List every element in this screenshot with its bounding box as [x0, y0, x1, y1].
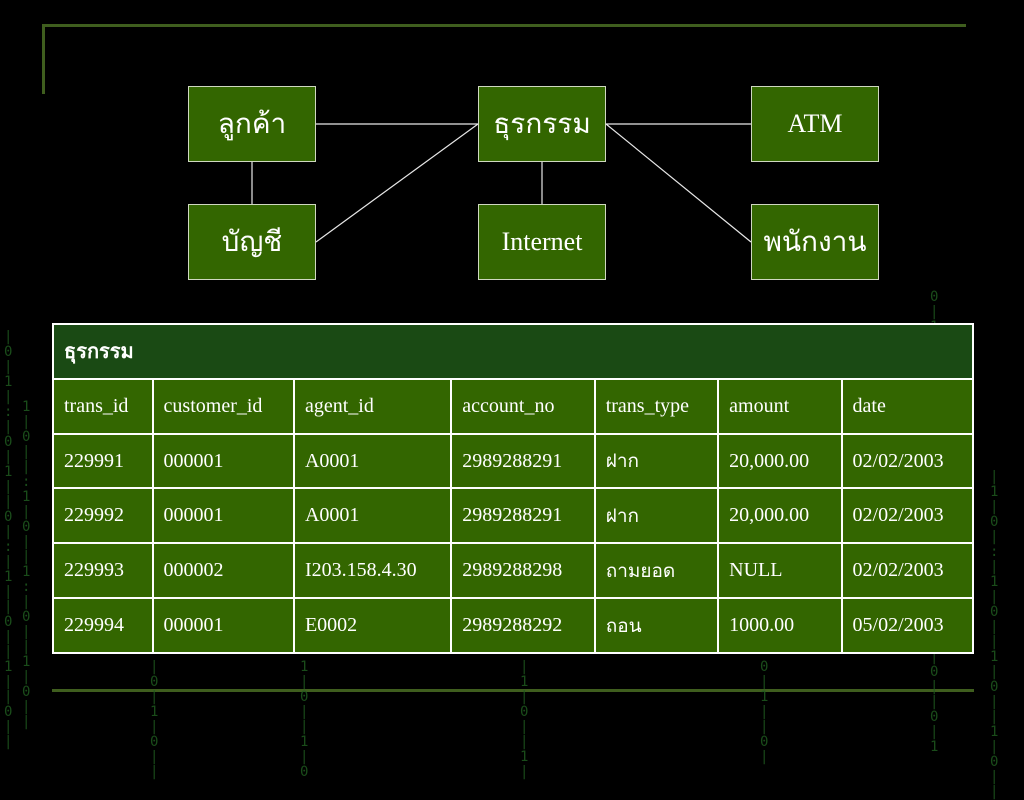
diagram-connectors [251, 123, 752, 243]
column-header: trans_id [54, 379, 152, 433]
table-cell: 02/02/2003 [842, 489, 972, 543]
transaction-table: ธุรกรรม trans_id customer_id agent_id ac… [52, 323, 974, 654]
node-customer: ลูกค้า [188, 86, 316, 162]
table-cell: A0001 [294, 489, 451, 543]
table-row: 229994 000001 E0002 2989288292 ถอน 1000.… [54, 599, 972, 652]
table-row: 229992 000001 A0001 2989288291 ฝาก 20,00… [54, 489, 972, 543]
column-header: trans_type [595, 379, 718, 433]
matrix-rain-decoration: 0 | 1 | | 0 | [760, 659, 769, 765]
table-title: ธุรกรรม [54, 325, 972, 378]
node-internet: Internet [478, 204, 606, 280]
table-row: 229993 000002 I203.158.4.30 2989288298 ถ… [54, 544, 972, 598]
matrix-rain-decoration: 1 | 0 | | : 1 | 0 | | 1 : | 0 | | 1 | 0 … [22, 399, 31, 730]
table-cell: ถอน [595, 599, 718, 652]
bottom-rule [52, 689, 974, 692]
table-cell: 229993 [54, 544, 152, 598]
column-header: agent_id [294, 379, 451, 433]
table-cell: 000001 [153, 434, 293, 488]
table-cell: NULL [719, 544, 841, 598]
matrix-rain-decoration: | 0 | 1 | : | 0 | 1 | | 0 | : | 1 | | 0 … [4, 329, 13, 750]
node-atm-label: ATM [787, 109, 843, 138]
table-cell: I203.158.4.30 [294, 544, 451, 598]
left-rule [42, 24, 45, 94]
column-header: customer_id [153, 379, 293, 433]
table-cell: 2989288291 [452, 434, 594, 488]
matrix-rain-decoration: 1 | 0 | | 1 | 0 [300, 659, 309, 780]
table-cell: ฝาก [595, 489, 718, 543]
table-cell: 02/02/2003 [842, 544, 972, 598]
column-header: date [842, 379, 972, 433]
table-cell: ถามยอด [595, 544, 718, 598]
table-cell: 000001 [153, 489, 293, 543]
table-cell: 2989288292 [452, 599, 594, 652]
table-header-row: trans_id customer_id agent_id account_no… [54, 379, 972, 433]
table-cell: A0001 [294, 434, 451, 488]
top-rule [42, 24, 966, 27]
column-header: amount [719, 379, 841, 433]
table-cell: 229991 [54, 434, 152, 488]
node-account-label: บัญชี [221, 225, 283, 258]
transaction-table-container: ธุรกรรม trans_id customer_id agent_id ac… [52, 323, 974, 654]
table-cell: 20,000.00 [719, 434, 841, 488]
table-cell: 000001 [153, 599, 293, 652]
table-title-row: ธุรกรรม [54, 325, 972, 378]
table-cell: 05/02/2003 [842, 599, 972, 652]
connector-transaction-employee [605, 123, 752, 243]
table-cell: 02/02/2003 [842, 434, 972, 488]
node-employee: พนักงาน [751, 204, 879, 280]
table-row: 229991 000001 A0001 2989288291 ฝาก 20,00… [54, 434, 972, 488]
connector-account-transaction [315, 123, 479, 243]
node-atm: ATM [751, 86, 879, 162]
table-cell: 229994 [54, 599, 152, 652]
matrix-rain-decoration: | 1 | 0 | : | 1 | 0 | | 1 | 0 | | 1 | 0 … [990, 469, 999, 800]
node-customer-label: ลูกค้า [217, 107, 287, 140]
table-cell: 1000.00 [719, 599, 841, 652]
node-account: บัญชี [188, 204, 316, 280]
column-header: account_no [452, 379, 594, 433]
table-cell: 229992 [54, 489, 152, 543]
table-cell: ฝาก [595, 434, 718, 488]
node-transaction: ธุรกรรม [478, 86, 606, 162]
matrix-rain-decoration: | 1 | 0 | | 1 | [520, 659, 529, 780]
node-transaction-label: ธุรกรรม [493, 107, 591, 140]
table-cell: 2989288291 [452, 489, 594, 543]
node-employee-label: พนักงาน [763, 225, 867, 258]
node-internet-label: Internet [501, 227, 583, 256]
matrix-rain-decoration: | 0 | 1 | 0 | | [150, 659, 159, 780]
table-cell: 20,000.00 [719, 489, 841, 543]
table-cell: 000002 [153, 544, 293, 598]
table-cell: 2989288298 [452, 544, 594, 598]
table-cell: E0002 [294, 599, 451, 652]
